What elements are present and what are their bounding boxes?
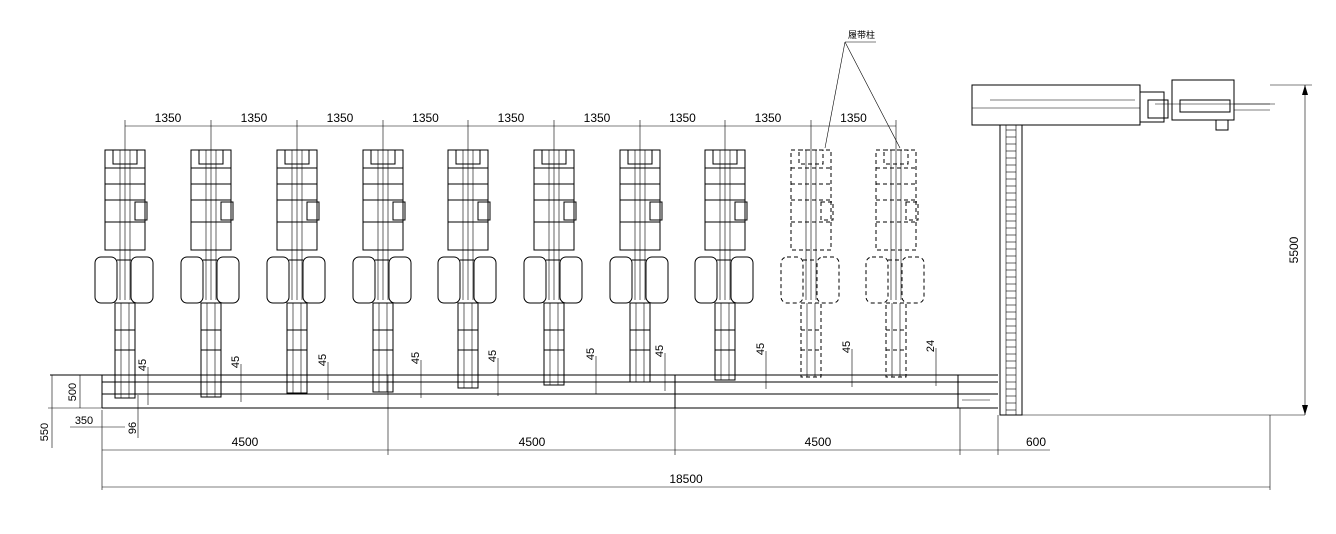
- dim-spacing-8: 1350: [755, 111, 782, 125]
- dim-left-500: 500: [67, 383, 79, 401]
- left-dimensions: 500 550 350 96: [39, 375, 139, 448]
- machine-5: [437, 149, 497, 389]
- dim-offset-7: 45: [654, 345, 666, 357]
- machine-6: [523, 149, 583, 386]
- track-links: [1006, 129, 1016, 411]
- dim-segment-2: 4500: [519, 435, 546, 449]
- dim-spacing-5: 1350: [498, 111, 525, 125]
- dim-offset-1: 45: [137, 359, 149, 371]
- spacing-dimension-chain: 1350 1350 1350 1350 1350 1350 1350 1350 1350: [124, 111, 897, 150]
- height-dimension: 5500: [1270, 84, 1312, 415]
- dim-spacing-6: 1350: [584, 111, 611, 125]
- dim-spacing-2: 1350: [241, 111, 268, 125]
- head-assembly: [971, 79, 1275, 131]
- offset-dimensions: 45 45 45 45 45 45 45 45 45 24: [137, 340, 937, 405]
- dim-offset-5: 45: [487, 350, 499, 362]
- dim-spacing-9: 1350: [840, 111, 867, 125]
- dim-spacing-7: 1350: [669, 111, 696, 125]
- vertical-track-column: [999, 124, 1305, 416]
- dim-segment-1: 4500: [232, 435, 259, 449]
- dim-left-350: 350: [75, 415, 93, 427]
- machines-group: [94, 149, 925, 399]
- dim-left-550: 550: [39, 423, 51, 441]
- dim-segment-3: 4500: [805, 435, 832, 449]
- dim-offset-10: 24: [925, 340, 937, 352]
- dim-height: 5500: [1287, 236, 1301, 263]
- dim-left-96: 96: [127, 422, 139, 434]
- annotation-label: 履带柱: [848, 29, 875, 40]
- dim-offset-2: 45: [230, 356, 242, 368]
- dim-offset-8: 45: [755, 343, 767, 355]
- annotation-leader: 履带柱: [824, 29, 901, 149]
- segment-dimension-chain: 4500 4500 4500 600 18500: [101, 375, 1271, 490]
- base-platform: [50, 374, 998, 409]
- dim-offset-6: 45: [585, 348, 597, 360]
- dim-spacing-3: 1350: [327, 111, 354, 125]
- dim-offset-9: 45: [841, 341, 853, 353]
- machine-8: [694, 149, 754, 381]
- machine-4: [352, 149, 412, 393]
- dim-offset-4: 45: [410, 352, 422, 364]
- machine-9: [780, 149, 840, 378]
- dim-gap-600: 600: [1026, 435, 1046, 449]
- dim-spacing-1: 1350: [155, 111, 182, 125]
- dim-spacing-4: 1350: [412, 111, 439, 125]
- dim-offset-3: 45: [317, 354, 329, 366]
- machine-7: [609, 149, 669, 383]
- machine-10: [865, 149, 925, 378]
- dim-total: 18500: [669, 472, 703, 486]
- machine-1: [94, 149, 154, 399]
